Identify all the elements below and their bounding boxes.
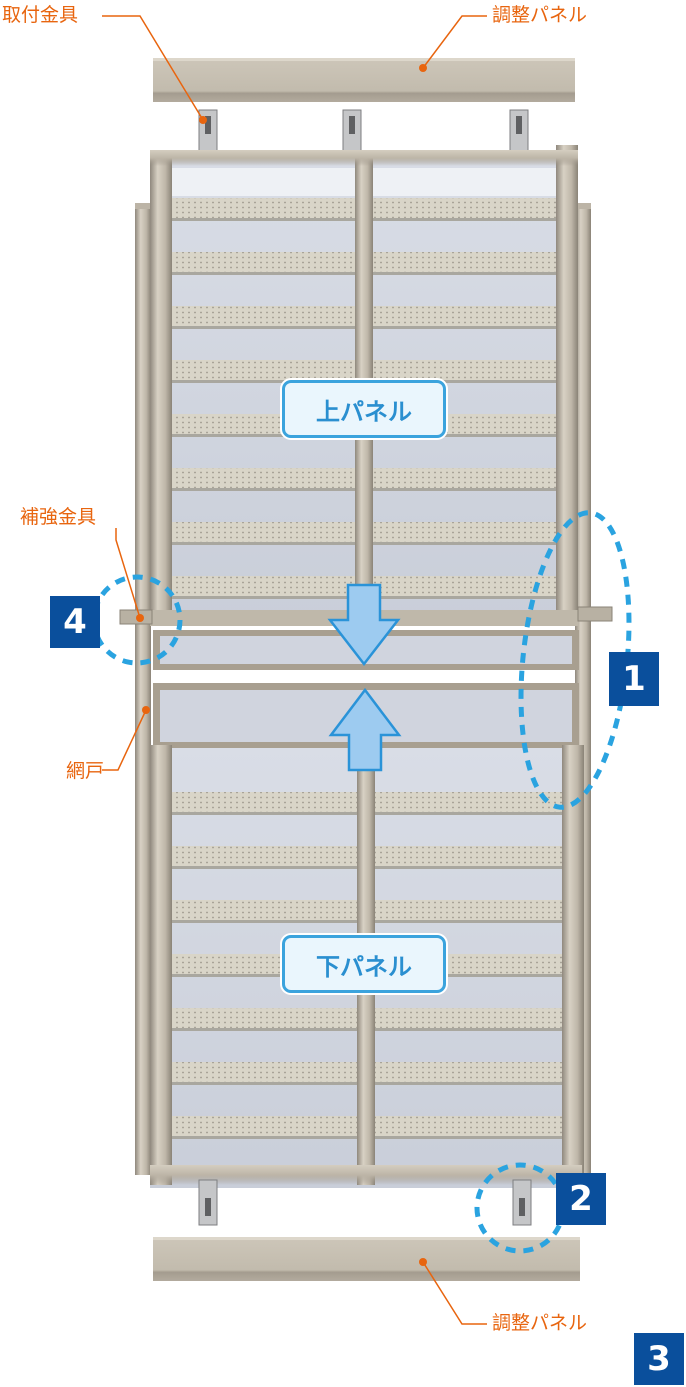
leader-lines	[102, 15, 487, 1325]
mount-brackets-top	[198, 109, 529, 156]
badge-1: 1	[609, 652, 659, 706]
bottom-adjust-panel	[153, 1237, 580, 1281]
badge-4: 4	[50, 596, 100, 648]
badge-2: 2	[556, 1173, 606, 1225]
mount-brackets-bottom	[198, 1179, 532, 1226]
reinforce-bracket-left	[119, 609, 153, 625]
upper-panel-label: 上パネル	[282, 380, 446, 438]
top-adjust-panel	[153, 58, 575, 102]
arrow-up	[328, 687, 402, 772]
leader-dots	[136, 64, 427, 1266]
screen-door-label: 網戸	[66, 760, 105, 782]
adjust-panel-bottom-label: 調整パネル	[492, 1312, 588, 1334]
adjust-panel-top-label: 調整パネル	[492, 4, 588, 26]
reinforce-bracket-right	[577, 606, 613, 622]
badge-3: 3	[634, 1333, 684, 1385]
mount-bracket-label: 取付金具	[2, 4, 79, 26]
arrow-down	[327, 583, 401, 667]
lower-panel-label: 下パネル	[282, 935, 446, 993]
reinforce-bracket-label: 補強金具	[20, 506, 97, 528]
